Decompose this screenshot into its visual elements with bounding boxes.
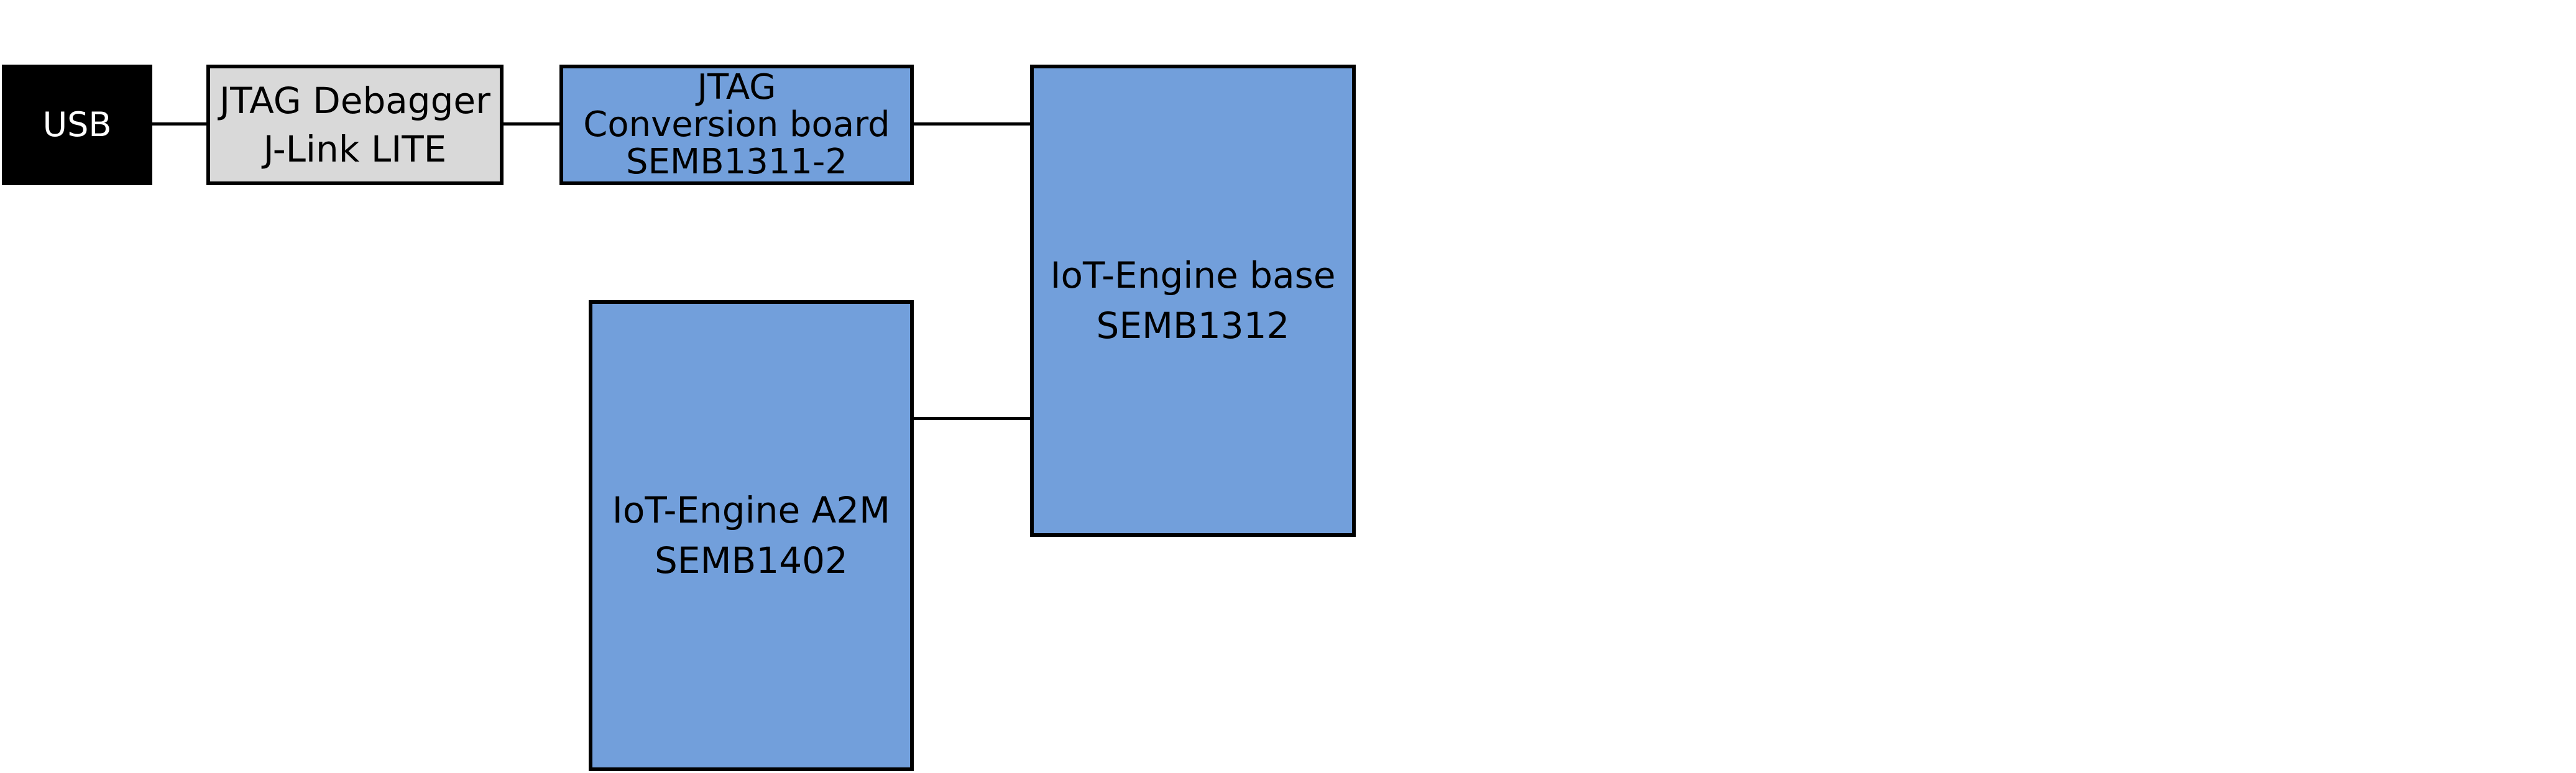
jtag-debugger-box: JTAG Debagger J-Link LITE bbox=[206, 65, 504, 185]
usb-box: USB bbox=[2, 65, 152, 185]
usb-label: USB bbox=[42, 105, 112, 144]
iot-engine-base-title: IoT-Engine base bbox=[1050, 254, 1336, 296]
jtag-debugger-title: JTAG Debagger bbox=[219, 79, 490, 122]
connector-conversion-base bbox=[914, 122, 1030, 126]
iot-engine-base-model: SEMB1312 bbox=[1096, 304, 1290, 347]
iot-engine-base-box: IoT-Engine base SEMB1312 bbox=[1030, 65, 1356, 537]
jtag-conversion-title: JTAG bbox=[697, 67, 776, 108]
iot-engine-a2m-box: IoT-Engine A2M SEMB1402 bbox=[589, 300, 914, 771]
jtag-debugger-model: J-Link LITE bbox=[263, 128, 447, 170]
jtag-conversion-model: SEMB1311-2 bbox=[625, 141, 847, 182]
connector-usb-debugger bbox=[152, 122, 206, 126]
connector-a2m-base bbox=[914, 417, 1030, 420]
iot-engine-a2m-title: IoT-Engine A2M bbox=[612, 488, 891, 531]
connector-debugger-conversion bbox=[504, 122, 559, 126]
jtag-conversion-subtitle: Conversion board bbox=[583, 104, 890, 145]
jtag-conversion-board-box: JTAG Conversion board SEMB1311-2 bbox=[559, 65, 914, 185]
iot-engine-a2m-model: SEMB1402 bbox=[655, 539, 848, 582]
